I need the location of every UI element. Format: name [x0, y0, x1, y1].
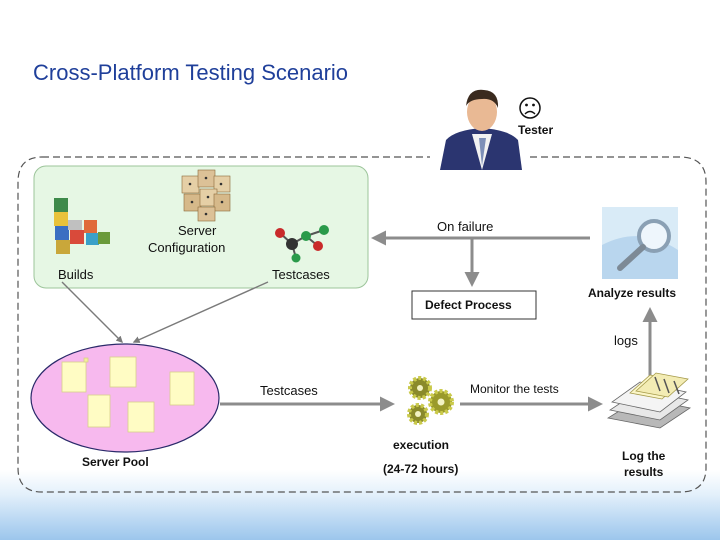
background-gradient-band	[0, 470, 720, 540]
tester-label: Tester	[518, 123, 554, 137]
dice-blocks-icon	[181, 169, 231, 222]
sticky-note	[127, 401, 155, 433]
arrow-testcases-to-pool	[132, 281, 269, 343]
builds-label: Builds	[58, 267, 94, 282]
configuration-box	[33, 165, 369, 289]
magnifier-icon	[602, 207, 678, 279]
testcases-top-label: Testcases	[272, 267, 330, 282]
arrow-builds-to-pool	[61, 281, 123, 343]
alphabet-blocks-icon	[54, 198, 110, 254]
sticky-note	[87, 394, 111, 428]
sticky-note	[61, 361, 87, 393]
defect-process-box	[411, 290, 537, 320]
server-notes	[61, 356, 195, 433]
defect-process-label: Defect Process	[425, 298, 512, 312]
server-configuration-label-line2: Configuration	[148, 240, 226, 255]
server-configuration-label-line1: Server	[178, 223, 217, 238]
hours-label: (24-72 hours)	[383, 462, 459, 476]
server-pool-label: Server Pool	[82, 455, 149, 469]
monitor-the-tests-label: Monitor the tests	[470, 382, 559, 396]
page-title: Cross-Platform Testing Scenario	[33, 60, 349, 85]
testcases-bottom-label: Testcases	[260, 383, 318, 398]
execution-label: execution	[393, 438, 450, 452]
molecule-icon	[275, 225, 329, 263]
documents-icon	[606, 372, 692, 429]
sticky-note	[169, 371, 195, 406]
on-failure-label: On failure	[437, 219, 494, 234]
log-the-results-label-line1: Log the	[622, 449, 666, 463]
dashed-boundary	[17, 156, 707, 493]
sticky-note	[109, 356, 137, 388]
tester-icon	[440, 89, 522, 170]
sticky-note	[83, 357, 89, 363]
sad-face-icon	[519, 97, 541, 119]
gears-icon	[407, 376, 454, 425]
analyze-results-label: Analyze results	[588, 286, 677, 300]
log-the-results-label-line2: results	[624, 465, 664, 479]
logs-label: logs	[614, 333, 638, 348]
